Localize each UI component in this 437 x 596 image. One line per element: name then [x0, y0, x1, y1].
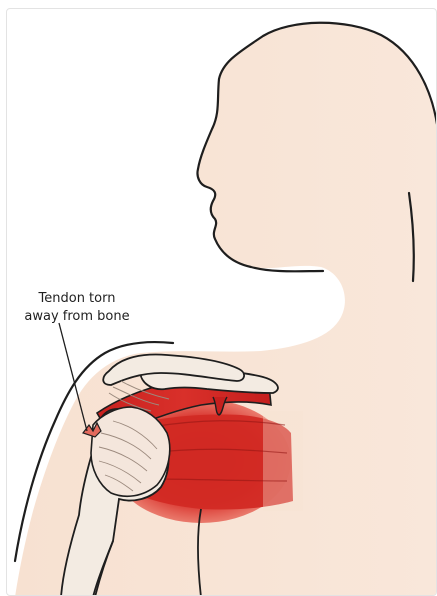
tendon-torn-label: Tendon torn away from bone — [15, 290, 139, 326]
callout-line-2: away from bone — [15, 308, 139, 326]
callout-line-1: Tendon torn — [15, 290, 139, 308]
illustration-frame: Tendon torn away from bone — [6, 8, 437, 596]
torn-tendon — [91, 407, 170, 496]
muscle-fade — [263, 411, 303, 511]
